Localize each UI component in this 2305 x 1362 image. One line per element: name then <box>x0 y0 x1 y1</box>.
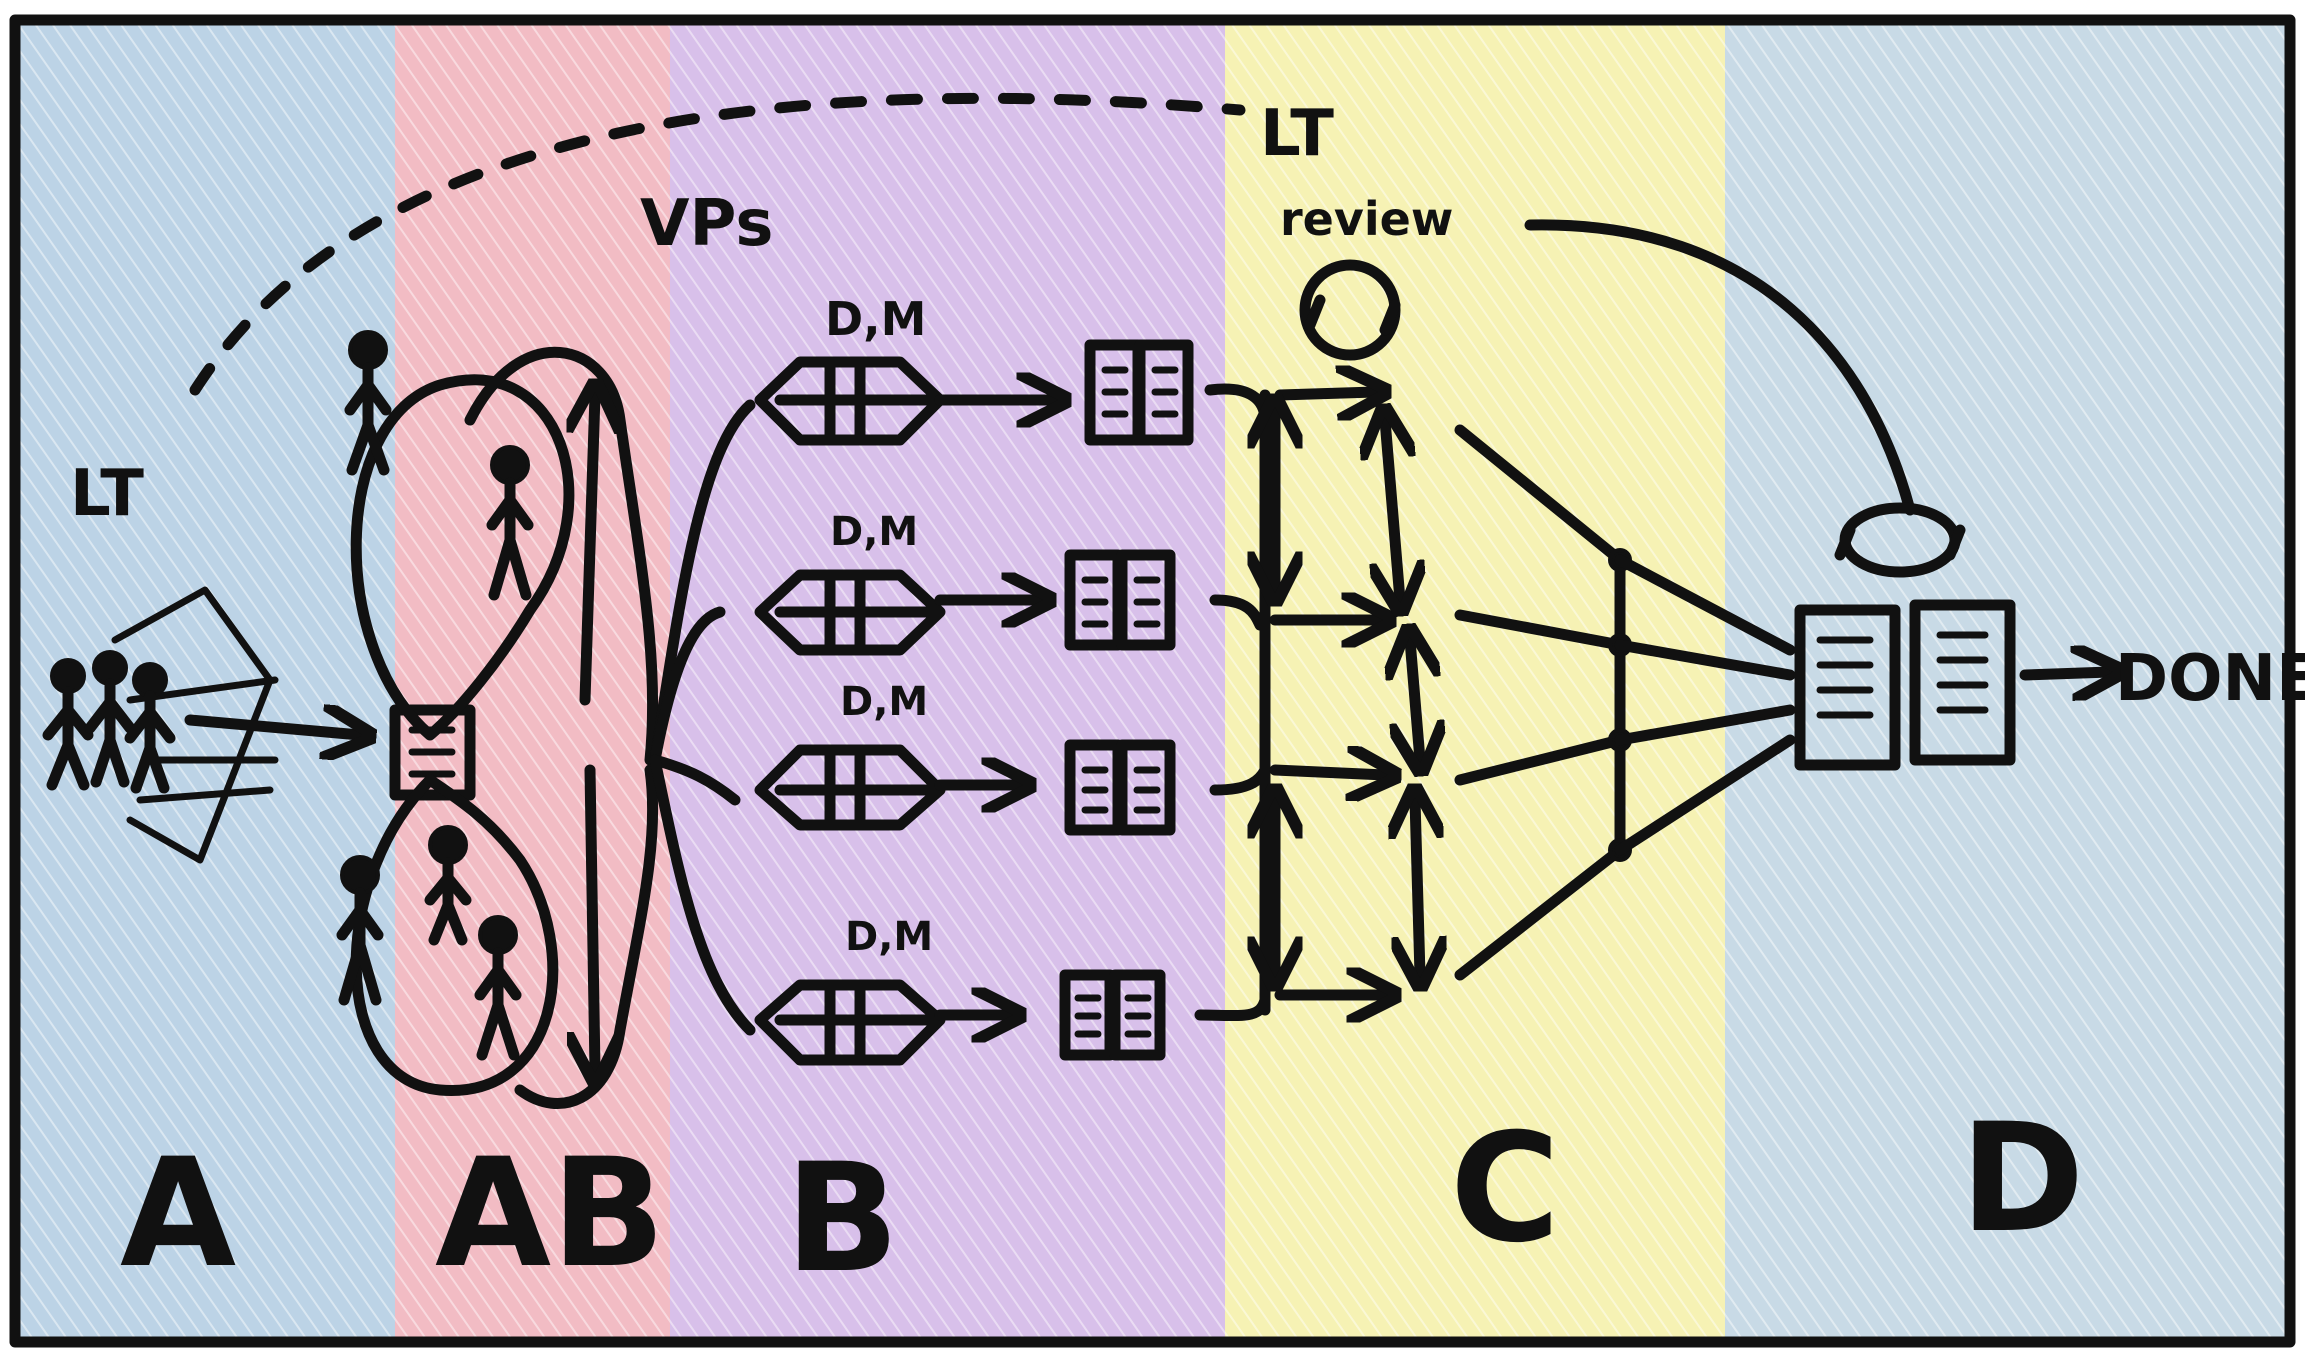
person-icon <box>336 855 384 1006</box>
zone-b-label: B <box>785 1132 899 1306</box>
person-icon <box>124 662 176 794</box>
person-icon <box>84 650 136 788</box>
dashed-arc-lt <box>189 92 1246 396</box>
dm-sketch-3 <box>754 744 1020 831</box>
dm-label-4: D,M <box>845 914 933 960</box>
zone-backgrounds <box>15 20 2290 1342</box>
dm-label-2: D,M <box>830 509 918 555</box>
review-arrow <box>1524 219 1916 516</box>
zone-d-label: D <box>1960 1092 2085 1266</box>
hub-document <box>389 704 476 801</box>
vps-label: VPs <box>640 187 773 261</box>
zone-c-label: C <box>1450 1102 1560 1276</box>
person-icon <box>344 330 392 476</box>
crowd-funnel <box>111 586 279 864</box>
crowd-arrow <box>184 720 360 735</box>
zone-a-label: A <box>120 1127 236 1301</box>
doc-connector-2 <box>1209 594 1266 631</box>
review-label: review <box>1280 192 1453 246</box>
document-pair-4 <box>1059 969 1166 1061</box>
diagram-frame <box>9 14 2296 1348</box>
ab-arrow-up <box>585 395 595 706</box>
document-pair-2 <box>1064 549 1176 651</box>
fan-line-3 <box>649 754 741 806</box>
upper-loop <box>350 374 575 741</box>
review-grid <box>1265 392 1796 1010</box>
document-pair-3 <box>1064 739 1176 836</box>
dm-sketch-1 <box>754 356 1055 446</box>
document-pair-1 <box>1084 339 1194 446</box>
done-arrow <box>2019 672 2110 675</box>
lt-top-label: LT <box>1260 97 1334 171</box>
person-icon <box>424 825 472 946</box>
final-documents <box>1794 599 2016 771</box>
zone-ab-label: AB <box>435 1127 665 1301</box>
dm-label-1: D,M <box>825 292 926 346</box>
review-cycle-icon <box>1299 259 1401 361</box>
fan-line-4 <box>649 754 756 1036</box>
outer-loop-bottom <box>514 764 659 1109</box>
lt-left-label: LT <box>70 457 144 531</box>
final-review-cycle-icon <box>1834 502 1966 578</box>
person-icon <box>474 915 522 1061</box>
dm-sketch-4 <box>754 979 1010 1066</box>
person-icon <box>42 658 94 791</box>
lt-crowd <box>42 586 360 864</box>
ab-arrow-down <box>590 764 595 1070</box>
done-label: DONE <box>2115 642 2305 716</box>
dm-label-3: D,M <box>840 679 928 725</box>
person-icon <box>486 445 534 601</box>
dm-sketch-2 <box>754 569 1040 656</box>
fan-line-2 <box>649 606 726 766</box>
